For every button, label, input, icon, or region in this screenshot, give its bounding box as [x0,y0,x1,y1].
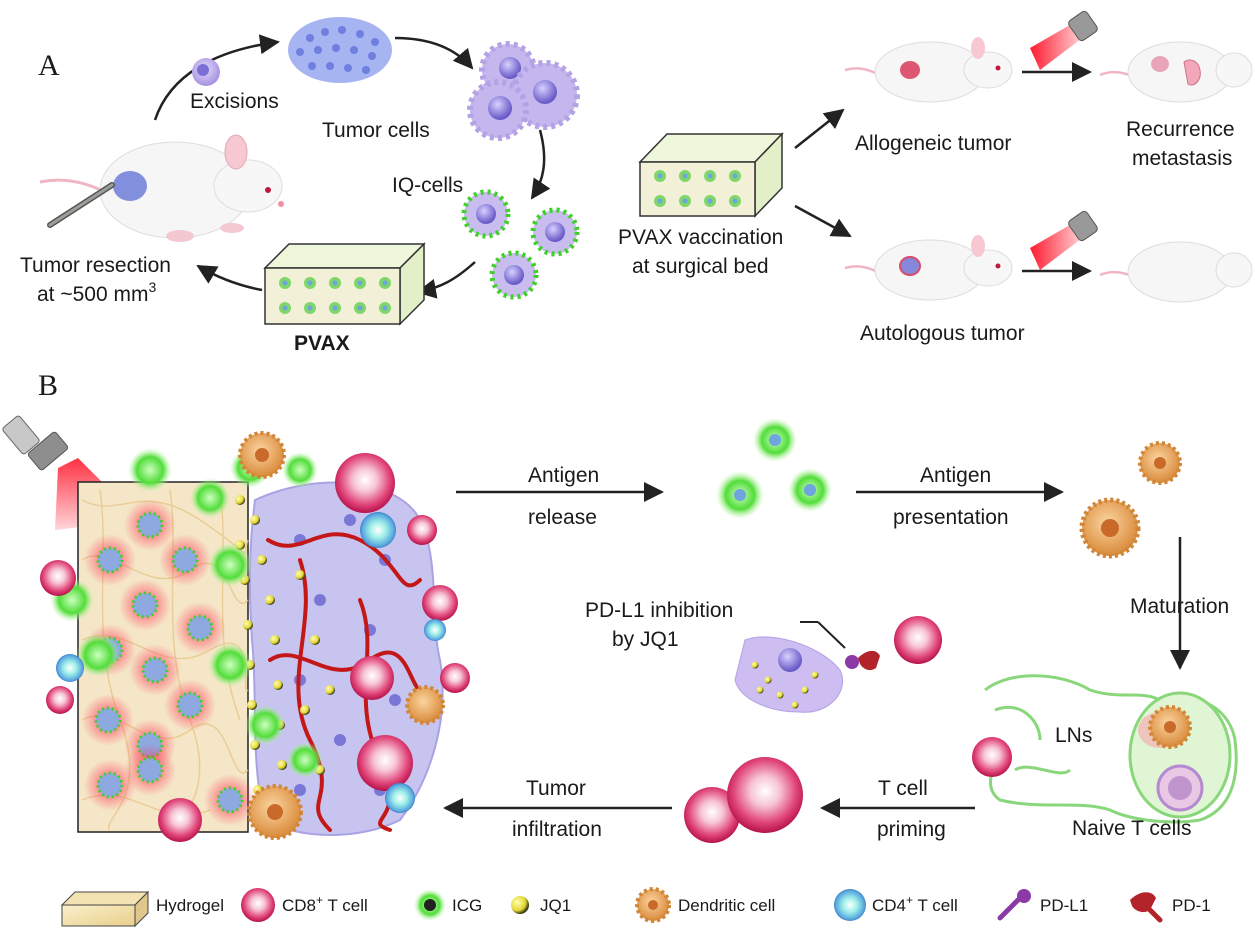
laser-bottom [1030,210,1098,270]
cd8-cells-tumor [40,453,470,842]
label-pdl1-1: PD-L1 inhibition [585,599,733,622]
lymph-node [984,674,1238,824]
branch-arrows [794,62,1092,281]
tumor-cell-cluster [288,17,392,83]
label-t-cell-priming-2: priming [877,818,946,841]
dendritic-cells-antigen [1079,441,1182,559]
legend-icg: ICG [414,889,482,921]
label-pdl1-2: by JQ1 [612,628,679,651]
label-antigen-presentation-2: presentation [893,506,1009,529]
legend-hydrogel: Hydrogel [60,890,224,928]
mouse-autologous [844,235,1013,301]
legend-pd1-label: PD-1 [1172,896,1211,915]
cd8-naive [972,737,1012,777]
label-pvax-vaccination-1: PVAX vaccination [618,226,783,249]
pvax-box [263,242,426,326]
label-antigen-presentation-1: Antigen [920,464,991,487]
label-maturation: Maturation [1130,595,1229,618]
legend-icg-label: ICG [452,896,482,915]
label-pvax-vaccination-2: at surgical bed [632,255,769,278]
dendritic-cells-tumor [238,431,445,840]
legend-cd4: CD4+ T cell [834,889,958,921]
label-excisions: Excisions [190,90,279,113]
label-t-cell-priming-1: T cell [878,777,928,800]
mouse-resection [39,134,284,242]
legend-dendritic: Dendritic cell [635,887,775,923]
label-tumor-infiltration-1: Tumor [526,777,586,800]
legend-pd1: PD-1 [1130,892,1211,923]
label-recurrence-1: Recurrence [1126,118,1235,141]
label-naive-t: Naive T cells [1072,817,1191,840]
icg-clusters [50,448,323,778]
label-autologous: Autologous tumor [860,322,1025,345]
cd4-cells-tumor [56,512,446,813]
glowing-iq-cells [82,499,256,826]
label-tumor-cells: Tumor cells [322,119,430,142]
label-tumor-resection-2: at ~500 mm3 [37,279,156,306]
legend: Hydrogel CD8+ T cell ICG JQ1 Dendritic c… [60,887,1211,928]
pvax-vaccination-box [638,132,784,218]
cd8-primed [684,757,803,843]
label-allogeneic: Allogeneic tumor [855,132,1011,155]
legend-pdl1: PD-L1 [997,889,1088,921]
mouse-cured [1099,241,1253,303]
mouse-allogeneic [844,37,1013,103]
label-lns: LNs [1055,724,1092,747]
label-iq-cells: IQ-cells [392,174,463,197]
label-pvax: PVAX [294,332,350,355]
mouse-recurrence [1099,41,1253,103]
laser-top [1030,10,1098,70]
legend-pdl1-label: PD-L1 [1040,896,1088,915]
excised-tumor [192,58,220,86]
label-recurrence-2: metastasis [1132,147,1232,170]
released-antigens [716,418,832,519]
label-tumor-infiltration-2: infiltration [512,818,602,841]
iq-cells [461,189,580,300]
legend-cd8-label: CD8+ T cell [282,893,368,915]
label-tumor-resection-1: Tumor resection [20,254,171,277]
label-antigen-release-1: Antigen [528,464,599,487]
legend-dendritic-label: Dendritic cell [678,896,775,915]
panel-b-letter: B [38,369,58,402]
pdl1-interaction [734,616,942,713]
legend-hydrogel-label: Hydrogel [156,896,224,915]
panel-a-letter: A [38,49,60,82]
legend-jq1-label: JQ1 [540,896,571,915]
legend-jq1: JQ1 [511,896,571,915]
label-antigen-release-2: release [528,506,597,529]
tumor-cells-large [467,41,580,141]
legend-cd4-label: CD4+ T cell [872,893,958,915]
legend-cd8: CD8+ T cell [241,888,368,922]
